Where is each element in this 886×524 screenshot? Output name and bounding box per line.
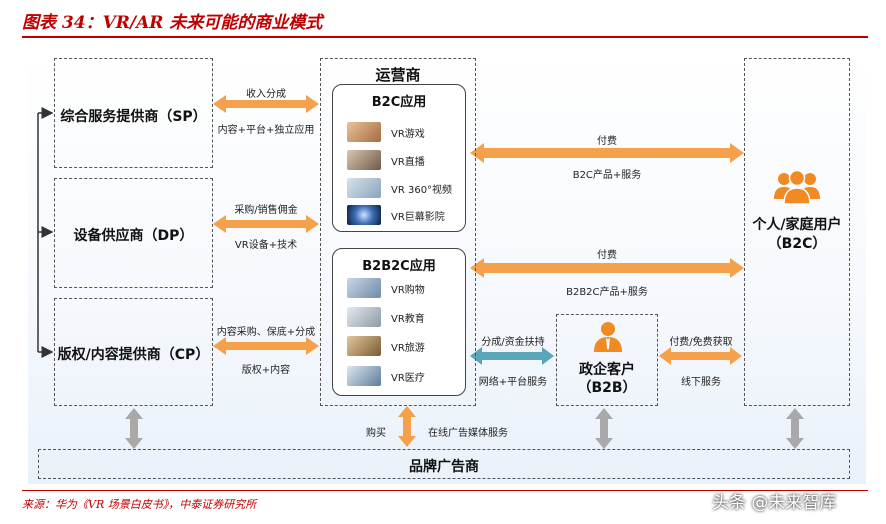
flow-b2b-right-bottom: 线下服务: [681, 377, 721, 388]
arrow-sp-operator: [213, 95, 319, 113]
sp-box: 综合服务提供商（SP）: [54, 58, 213, 168]
arrow-b2b2c-gov: [470, 347, 554, 365]
vr-live-thumbnail: [347, 150, 381, 170]
flow-cp-top: 内容采购、保底+分成: [216, 327, 316, 338]
gov-label-line1: 政企客户: [579, 362, 635, 378]
people-group-icon: [774, 169, 820, 205]
cp-box: 版权/内容提供商（CP）: [54, 298, 213, 406]
vr-game-thumbnail: [347, 122, 381, 142]
footer-rule: [22, 490, 868, 491]
list-item: VR游戏: [347, 121, 425, 143]
app-label: VR游戏: [391, 128, 425, 140]
app-label: VR巨幕影院: [391, 211, 445, 223]
consumer-box: 个人/家庭用户 （B2C）: [744, 58, 850, 406]
flow-b2b-left-bottom: 网络+平台服务: [478, 377, 548, 388]
app-label: VR医疗: [391, 372, 425, 384]
consumer-label-line2: （B2C）: [767, 236, 827, 252]
app-label: VR购物: [391, 284, 425, 296]
operator-title: 运营商: [375, 66, 421, 84]
arrow-b2c-consumer: [470, 143, 744, 163]
consumer-label-line1: 个人/家庭用户: [752, 217, 842, 233]
flow-dp-bottom: VR设备+技术: [234, 240, 298, 251]
business-person-icon: [594, 322, 622, 352]
list-item: VR巨幕影院: [347, 204, 445, 226]
cp-label: 版权/内容提供商（CP）: [57, 347, 210, 363]
app-label: VR教育: [391, 313, 425, 325]
arrow-operator-advertiser: [398, 406, 416, 447]
vr-360-video-thumbnail: [347, 178, 381, 198]
b2c-app-title: B2C应用: [371, 95, 427, 110]
app-label: VR直播: [391, 156, 425, 168]
flow-b2c-top: 付费: [597, 136, 617, 147]
flow-cp-bottom: 版权+内容: [241, 365, 291, 376]
arrow-sp-advertiser: [125, 408, 143, 449]
supplier-connector-line: [37, 107, 54, 358]
flow-b2b-left-top: 分成/资金扶持: [481, 337, 545, 348]
flow-b2b-right-top: 付费/免费获取: [669, 337, 733, 348]
flow-ad-right: 在线广告媒体服务: [428, 428, 508, 439]
arrow-cp-operator: [213, 337, 319, 355]
gov-box: 政企客户 （B2B）: [556, 314, 658, 406]
watermark: 头条 @未来智库: [712, 493, 837, 513]
flow-sp-top: 收入分成: [246, 89, 286, 100]
flow-b2c-bottom: B2C产品+服务: [572, 170, 642, 181]
advertiser-label: 品牌广告商: [409, 459, 479, 475]
b2b2c-app-box: B2B2C应用 VR购物 VR教育 VR旅游 VR医疗: [332, 248, 466, 396]
list-item: VR教育: [347, 306, 425, 328]
gov-label-line2: （B2B）: [577, 380, 637, 396]
advertiser-box: 品牌广告商: [38, 449, 850, 479]
dp-label: 设备供应商（DP）: [73, 228, 194, 244]
app-label: VR旅游: [391, 342, 425, 354]
vr-medical-thumbnail: [347, 366, 381, 386]
arrow-b2b2c-consumer: [470, 258, 744, 278]
list-item: VR医疗: [347, 365, 425, 387]
source-note: 来源：华为《VR 场景白皮书》，中泰证券研究所: [22, 498, 257, 511]
vr-education-thumbnail: [347, 307, 381, 327]
vr-travel-thumbnail: [347, 336, 381, 356]
list-item: VR购物: [347, 277, 425, 299]
b2b2c-app-title: B2B2C应用: [362, 259, 436, 274]
arrow-gov-consumer: [659, 347, 742, 365]
vr-shopping-thumbnail: [347, 278, 381, 298]
flow-ad-left: 购买: [366, 428, 386, 439]
flow-b2b2c-bottom: B2B2C产品+服务: [566, 287, 648, 298]
b2c-app-box: B2C应用 VR游戏 VR直播 VR 360°视频 VR巨幕影院: [332, 84, 466, 232]
arrow-gov-advertiser: [595, 408, 613, 449]
flow-dp-top: 采购/销售佣金: [234, 205, 298, 216]
arrow-consumer-advertiser: [786, 408, 804, 449]
sp-label: 综合服务提供商（SP）: [60, 109, 207, 125]
arrow-dp-operator: [213, 215, 319, 233]
operator-box: 运营商: [320, 58, 476, 406]
list-item: VR 360°视频: [347, 177, 452, 199]
list-item: VR旅游: [347, 335, 425, 357]
figure-title: 图表 34：VR/AR 未来可能的商业模式: [22, 13, 323, 33]
list-item: VR直播: [347, 149, 425, 171]
flow-sp-bottom: 内容+平台+独立应用: [217, 125, 315, 136]
vr-cinema-thumbnail: [347, 205, 381, 225]
flow-b2b2c-top: 付费: [597, 250, 617, 261]
title-rule: [22, 36, 868, 38]
dp-box: 设备供应商（DP）: [54, 178, 213, 288]
app-label: VR 360°视频: [391, 184, 453, 196]
